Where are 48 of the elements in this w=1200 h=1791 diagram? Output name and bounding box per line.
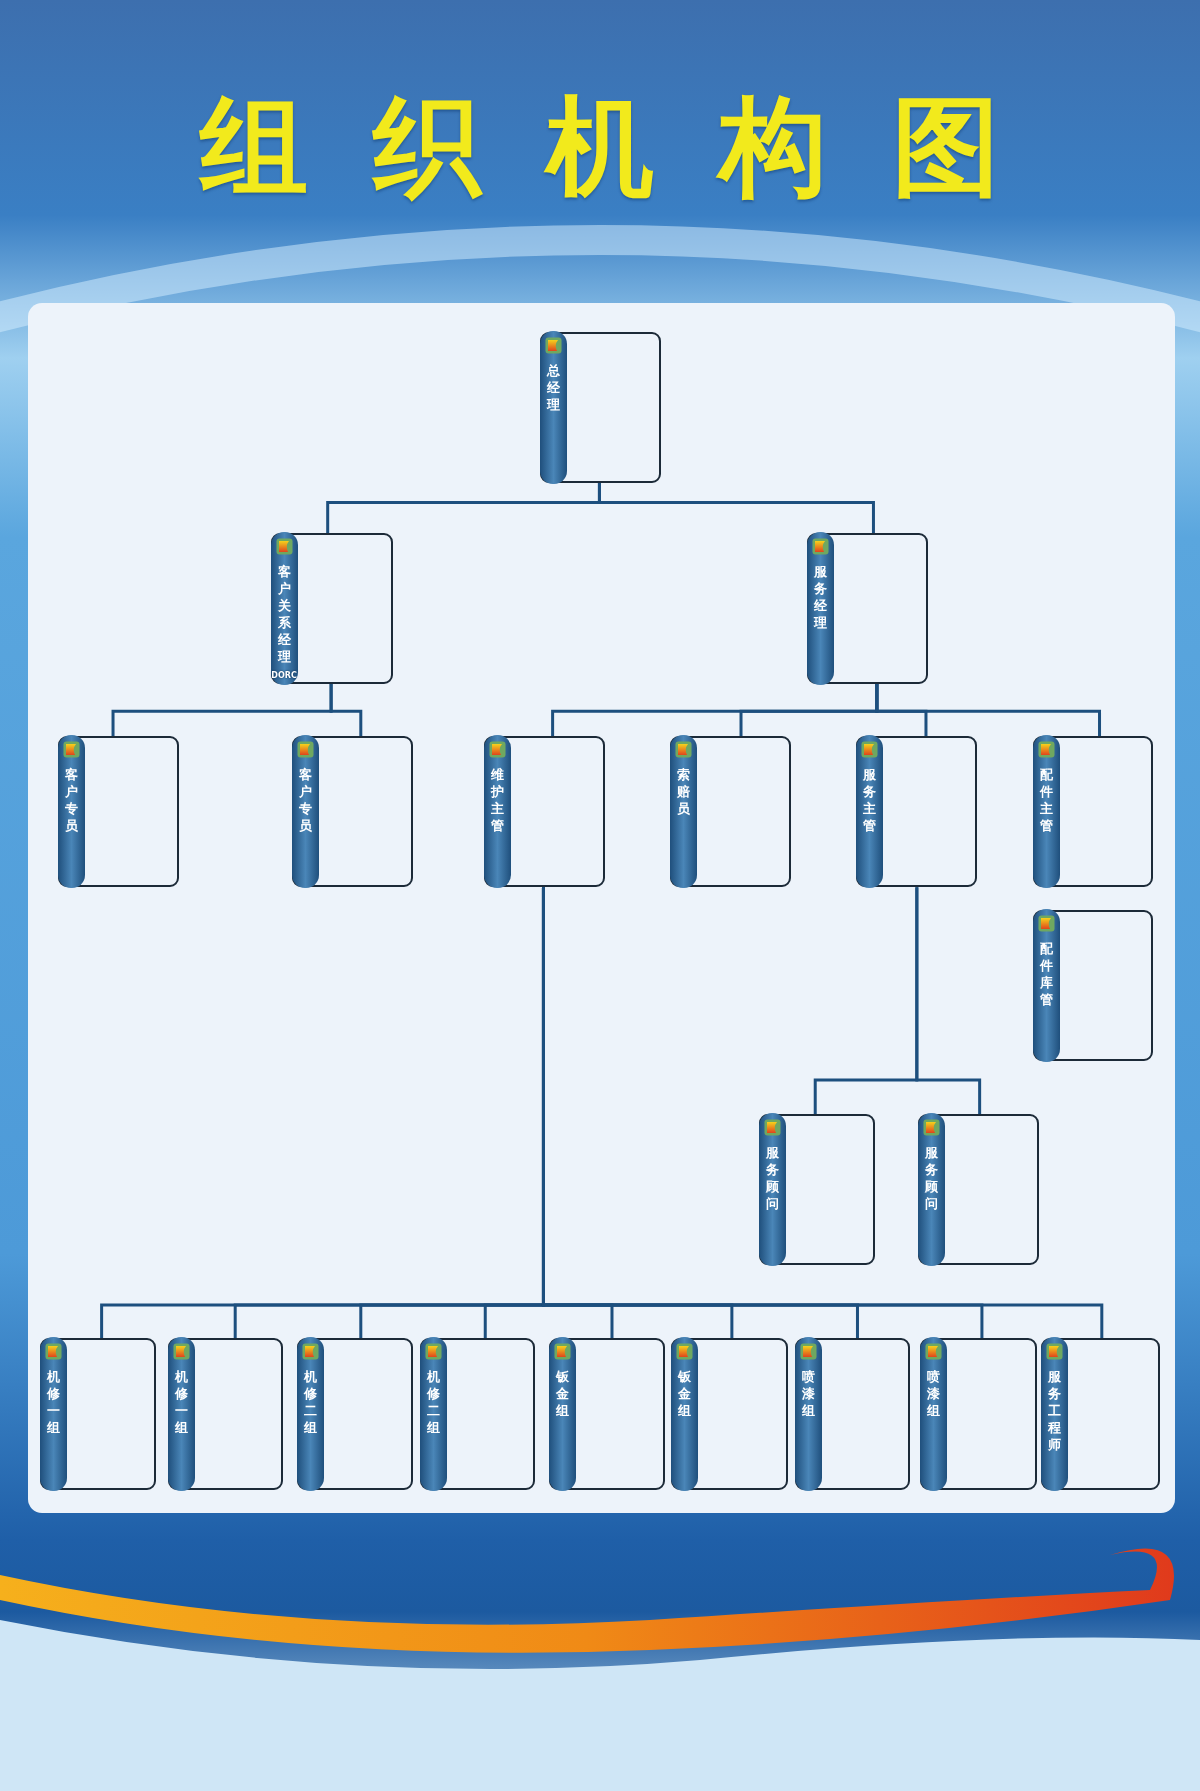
org-card	[420, 1338, 536, 1490]
org-card	[1033, 736, 1154, 888]
position-code: DORC	[271, 670, 297, 681]
position-title: 服务主管	[863, 767, 877, 835]
org-card	[807, 533, 929, 684]
position-title: 喷漆组	[927, 1369, 941, 1420]
position-title: 客户专员	[299, 767, 313, 835]
position-title: 喷漆组	[801, 1369, 815, 1420]
position-title: 服务工程师	[1048, 1369, 1062, 1454]
org-card	[167, 1338, 284, 1490]
org-card	[58, 736, 180, 888]
position-title: 配件库管	[1040, 941, 1054, 1009]
position-title: 服务顾问	[924, 1145, 938, 1213]
org-card	[759, 1114, 875, 1266]
org-card	[920, 1338, 1037, 1490]
connector-line	[875, 683, 1101, 737]
position-title: 机修一组	[46, 1369, 60, 1437]
position-title: 钣金组	[678, 1369, 692, 1420]
org-card	[292, 736, 414, 888]
org-card	[39, 1338, 157, 1490]
org-card	[296, 1338, 414, 1490]
position-title: 维护主管	[491, 767, 505, 835]
org-card	[794, 1338, 910, 1490]
connector-line	[597, 482, 875, 534]
connector-line	[329, 683, 363, 737]
position-title: 服务顾问	[766, 1145, 780, 1213]
org-card	[1033, 910, 1154, 1061]
position-title: 钣金组	[556, 1369, 570, 1420]
org-card	[917, 1114, 1039, 1266]
org-card	[670, 736, 792, 888]
position-title: 客户关系经理	[277, 564, 291, 666]
position-title: 机修一组	[174, 1369, 188, 1437]
position-title: 服务经理	[814, 564, 828, 632]
org-card	[671, 1338, 788, 1490]
org-card	[540, 332, 662, 483]
position-title: 机修二组	[303, 1369, 317, 1437]
connector-line	[915, 887, 982, 1115]
position-title: 配件主管	[1040, 767, 1054, 835]
org-card	[856, 736, 978, 888]
org-card	[549, 1338, 665, 1490]
position-title: 索赔员	[677, 767, 691, 819]
org-card	[484, 736, 606, 888]
org-card	[1041, 1338, 1160, 1490]
org-card	[270, 533, 393, 684]
page-title: 组织机构图	[200, 84, 1065, 209]
position-title: 客户专员	[65, 767, 79, 835]
position-title: 机修二组	[427, 1369, 441, 1437]
position-title: 总经理	[547, 363, 561, 414]
